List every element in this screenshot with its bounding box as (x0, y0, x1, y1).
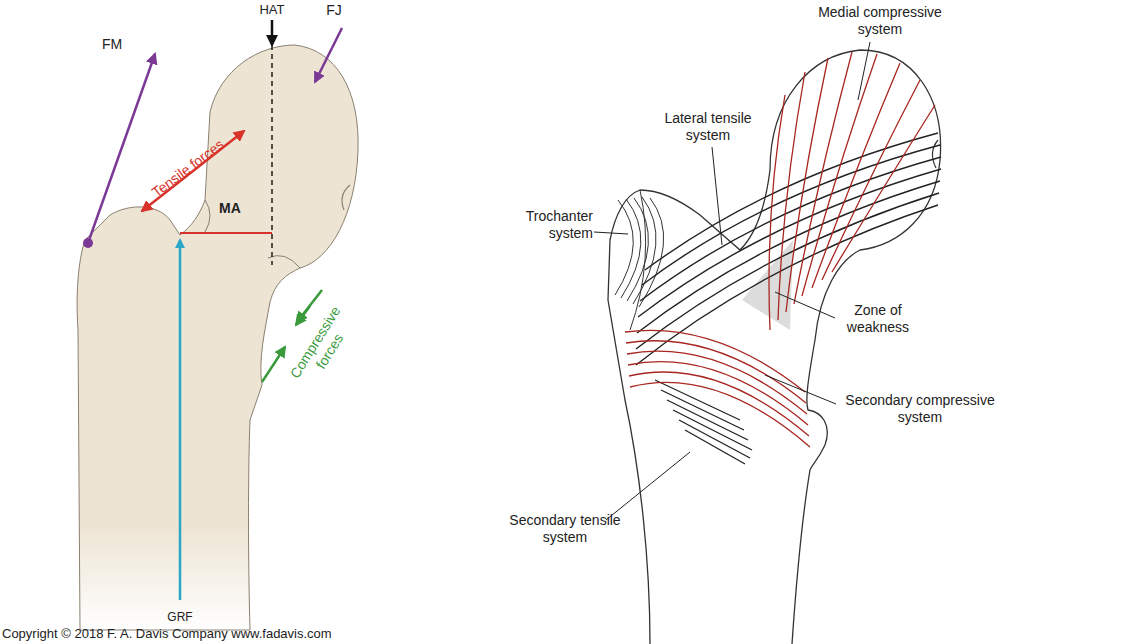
fovea (932, 140, 938, 168)
moment-arm-line (180, 232, 272, 234)
part-label: Secondary tensile system (500, 512, 630, 546)
force-label: HAT (247, 2, 297, 18)
part-label: Secondary compressive system (835, 392, 1005, 426)
part-label: Medial compressive system (795, 4, 965, 38)
moment-arm-label: MA (210, 200, 250, 217)
force-label: FM (92, 36, 132, 53)
fm-arrow (88, 54, 155, 243)
compressive-arrow (262, 347, 285, 382)
part-label: Zone of weakness (833, 302, 923, 336)
femur-outline (608, 50, 941, 644)
part-label: Trochanter system (497, 208, 593, 242)
fovea (342, 185, 350, 210)
part-label: Lateral tensile system (653, 110, 763, 144)
medial-compressive-trabeculae (769, 52, 935, 330)
secondary-tensile-trabeculae (655, 380, 752, 464)
neck-contour (205, 200, 210, 232)
secondary-compressive-trabeculae (625, 330, 810, 447)
hat-arrow (271, 20, 274, 45)
force-label: FJ (314, 2, 354, 19)
compressive-arrow (296, 306, 310, 325)
leader-lines (594, 42, 870, 520)
force-label: Compressive forces (283, 298, 362, 396)
force-label: GRF (155, 610, 205, 624)
fj-arrow (315, 28, 342, 82)
grf-arrow (179, 240, 182, 600)
head-contour (268, 256, 300, 268)
copyright-note: Copyright © 2018 F. A. Davis Company www… (2, 626, 422, 642)
zone-of-weakness (742, 240, 793, 330)
trochanter-trabeculae (615, 197, 664, 307)
muscle-insertion-dot (83, 238, 93, 248)
